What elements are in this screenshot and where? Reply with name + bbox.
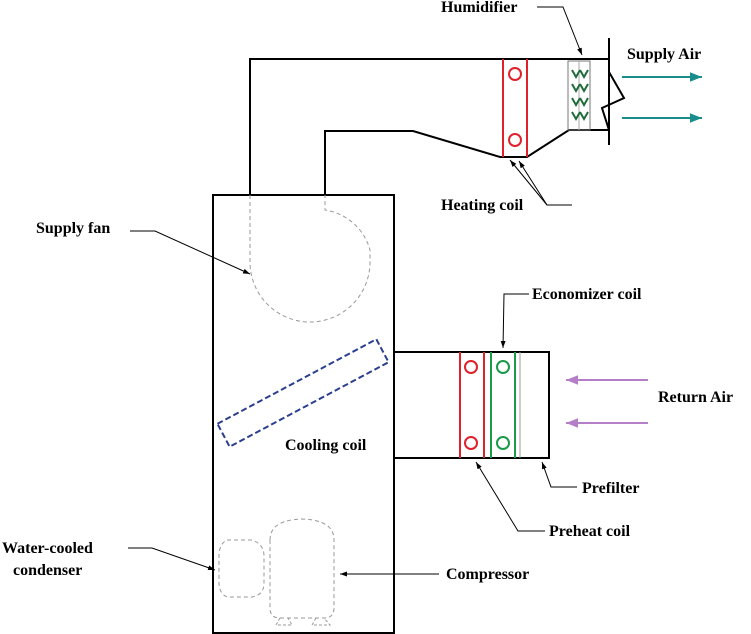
leader-preheat-coil: [475, 461, 545, 532]
label-supply-air: Supply Air: [627, 46, 701, 63]
label-economizer-coil: Economizer coil: [532, 286, 642, 303]
leader-lines: [128, 6, 583, 577]
leader-prefilter: [541, 461, 577, 488]
label-compressor: Compressor: [446, 566, 529, 583]
cooling-coil: [216, 337, 390, 449]
label-supply-fan: Supply fan: [36, 220, 110, 237]
supply-duct-inner: [324, 129, 609, 195]
supply-duct-outer: [249, 58, 609, 195]
humidifier: [567, 60, 591, 131]
label-condenser-line1: Water-cooled: [2, 540, 93, 557]
label-humidifier: Humidifier: [441, 0, 517, 16]
supply-fan: [249, 195, 371, 323]
economizer-coil: [490, 352, 516, 458]
leader-condenser: [128, 547, 216, 571]
compressor: [269, 518, 335, 619]
leader-supply-fan: [130, 230, 251, 275]
heating-coil: [502, 59, 528, 157]
leader-heating-coil-b: [509, 159, 548, 206]
label-heating-coil: Heating coil: [441, 197, 524, 214]
supply-duct-break: [600, 59, 626, 131]
leader-heating-coil-a: [518, 160, 572, 206]
label-prefilter: Prefilter: [582, 480, 639, 497]
label-condenser-line2: condenser: [13, 562, 82, 579]
label-preheat-coil: Preheat coil: [549, 523, 631, 540]
air-handler-housing: [212, 194, 395, 634]
preheat-coil: [459, 352, 485, 458]
leader-humidifier: [537, 6, 583, 56]
compressor-feet: [275, 617, 332, 626]
return-duct: [394, 351, 550, 459]
label-cooling-coil: Cooling coil: [285, 437, 367, 454]
leader-economizer-coil: [500, 293, 529, 349]
water-cooled-condenser: [218, 539, 265, 598]
label-return-air: Return Air: [658, 389, 733, 406]
